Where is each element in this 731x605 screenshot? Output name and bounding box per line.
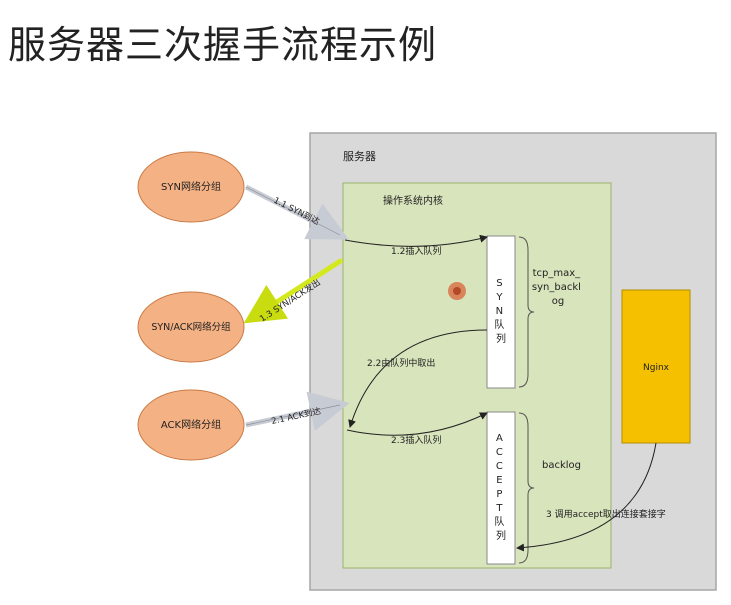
pointer-mark-center [453, 287, 461, 295]
accept-queue-label: A C C E P T 队 列 [494, 433, 507, 542]
accept-queue-box [486, 411, 516, 565]
nginx-label: Nginx [643, 363, 670, 373]
step-2-2-label: 2.2由队列中取出 [367, 357, 435, 369]
syn-queue-label: S Y N 队 列 [494, 278, 507, 345]
syn-packet-ellipse [137, 151, 245, 223]
step-3-label: 3 调用accept取出连接套接字 [546, 508, 666, 520]
arrow-dequeue-syn [348, 329, 488, 428]
page-title: 服务器三次握手流程示例 [8, 23, 438, 67]
arrow-ack-arrive-outline [245, 404, 341, 426]
accept-queue-brace [518, 412, 535, 564]
arrow-insert-syn [344, 234, 488, 247]
synack-packet-ellipse [137, 291, 245, 363]
ack-packet-ellipse [137, 389, 245, 461]
syn-packet-label: SYN网络分组 [161, 180, 221, 193]
step-2-3-label: 2.3插入队列 [391, 434, 441, 446]
ack-packet-label: ACK网络分组 [161, 418, 221, 431]
kernel-label: 操作系统内核 [383, 194, 443, 207]
arrow-accept-call [516, 442, 657, 552]
arrow-insert-accept [346, 412, 488, 436]
backlog-param: backlog [542, 460, 581, 471]
syn-backlog-param: tcp_max_ syn_backl og [532, 268, 584, 307]
syn-queue-box [486, 235, 516, 389]
server-label: 服务器 [343, 150, 376, 163]
step-1-2-label: 1.2插入队列 [391, 245, 441, 257]
synack-packet-label: SYN/ACK网络分组 [151, 321, 231, 333]
syn-queue-brace [518, 236, 535, 388]
arrow-syn-arrive-outline [245, 186, 341, 236]
arrow-synack-send [243, 257, 344, 324]
kernel-box [342, 182, 612, 569]
nginx-box [621, 289, 691, 444]
